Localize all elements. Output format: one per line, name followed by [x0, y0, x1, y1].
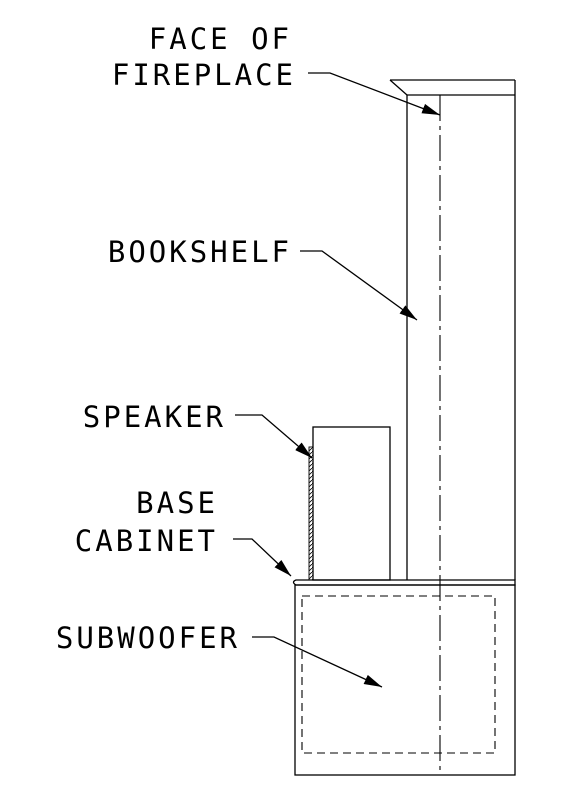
leader-bookshelf	[300, 250, 418, 321]
base-cabinet-top	[292, 579, 516, 586]
leader-base-cabinet	[233, 538, 292, 577]
leader-face-of-fireplace	[308, 72, 441, 116]
leader-speaker	[235, 414, 313, 459]
base-cabinet	[294, 584, 516, 776]
bookshelf-column	[389, 79, 516, 580]
label-face-of-fireplace-line1: FACE OF	[149, 22, 292, 56]
label-speaker: SPEAKER	[83, 400, 226, 434]
label-bookshelf: BOOKSHELF	[108, 235, 292, 269]
speaker	[308, 426, 391, 581]
label-base-cabinet-line2: CABINET	[75, 524, 218, 558]
subwoofer	[301, 595, 496, 754]
leader-subwoofer	[252, 636, 383, 688]
speaker-grille	[308, 446, 314, 581]
label-subwoofer: SUBWOOFER	[56, 621, 240, 655]
label-base-cabinet-line1: BASE	[136, 486, 218, 520]
label-face-of-fireplace-line2: FIREPLACE	[112, 58, 296, 92]
